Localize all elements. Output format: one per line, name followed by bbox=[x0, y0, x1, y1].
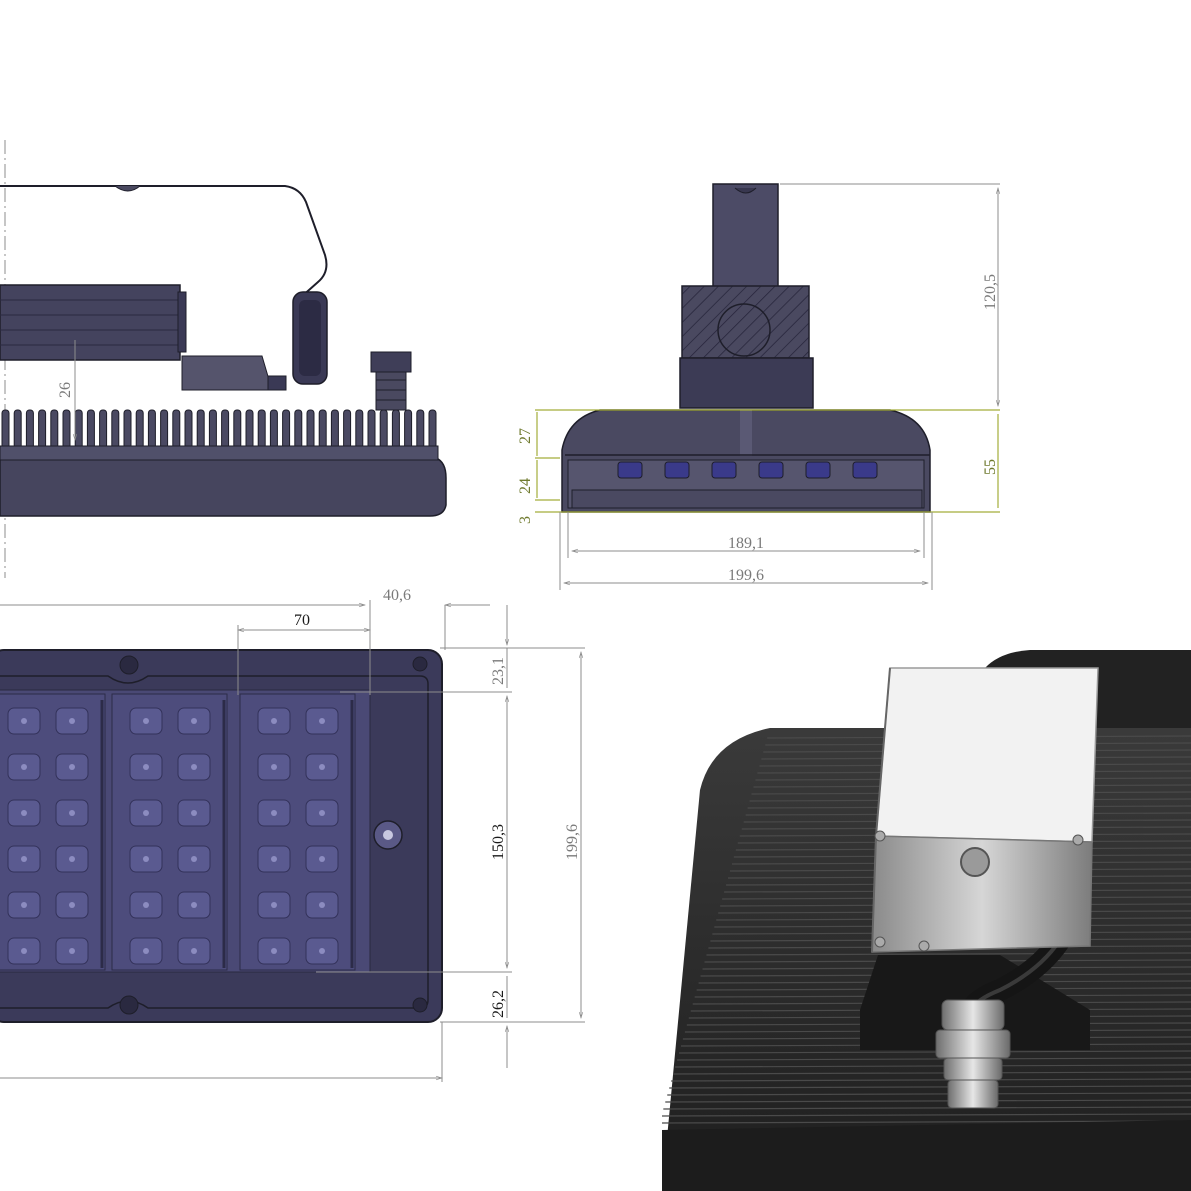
dim-23-1: 23,1 bbox=[490, 657, 507, 685]
render-fin bbox=[661, 1120, 1191, 1124]
led-dot bbox=[271, 810, 277, 816]
dim-199-6-height: 199,6 bbox=[564, 824, 581, 860]
dim-26: 26 bbox=[57, 382, 74, 398]
render-fin bbox=[706, 952, 1191, 956]
led-dot bbox=[143, 810, 149, 816]
led-lens bbox=[758, 461, 784, 479]
corner-screw-br bbox=[412, 997, 428, 1013]
dim-26-2: 26,2 bbox=[490, 990, 507, 1018]
led-dot bbox=[143, 902, 149, 908]
led-dot bbox=[21, 764, 27, 770]
led-dot bbox=[69, 810, 75, 816]
cable-gland-icon bbox=[935, 999, 1011, 1109]
render-fin bbox=[661, 1113, 1191, 1117]
bracket-arm bbox=[0, 185, 328, 299]
led-dot bbox=[191, 764, 197, 770]
led-dot bbox=[319, 764, 325, 770]
side-view: 26 bbox=[0, 140, 447, 578]
front-view: 120,5 55 27 24 3 189,1 199,6 bbox=[517, 183, 1000, 590]
dim-27: 27 bbox=[517, 428, 534, 444]
render-view bbox=[661, 650, 1191, 1191]
led-dot bbox=[271, 718, 277, 724]
led-lens bbox=[805, 461, 831, 479]
led-dot bbox=[21, 948, 27, 954]
led-dot bbox=[191, 856, 197, 862]
render-fin bbox=[665, 1099, 1191, 1103]
render-fin bbox=[671, 1078, 1191, 1082]
led-lens bbox=[617, 461, 643, 479]
led-dot bbox=[143, 948, 149, 954]
render-fin bbox=[675, 1064, 1191, 1068]
led-module bbox=[239, 693, 356, 971]
led-dot bbox=[191, 902, 197, 908]
dim-120-5: 120,5 bbox=[982, 274, 999, 310]
led-dot bbox=[143, 718, 149, 724]
led-lens bbox=[852, 461, 878, 479]
dim-189-1: 189,1 bbox=[728, 535, 764, 552]
corner-screw-bl bbox=[119, 995, 139, 1015]
led-dot bbox=[191, 948, 197, 954]
led-dot bbox=[319, 902, 325, 908]
led-dot bbox=[319, 856, 325, 862]
led-dot bbox=[21, 810, 27, 816]
led-dot bbox=[271, 856, 277, 862]
led-dot bbox=[143, 856, 149, 862]
render-fin bbox=[673, 1071, 1191, 1075]
driver-housing bbox=[0, 284, 181, 361]
led-dot bbox=[271, 902, 277, 908]
led-dot bbox=[69, 764, 75, 770]
led-lens bbox=[711, 461, 737, 479]
led-dot bbox=[143, 764, 149, 770]
led-module bbox=[111, 693, 228, 971]
cable-gland-side bbox=[370, 351, 412, 411]
led-dot bbox=[191, 718, 197, 724]
led-dot bbox=[69, 856, 75, 862]
led-module-grid bbox=[0, 693, 356, 971]
bottom-view: 40,6 70 23,1 150,3 199,6 26,2 bbox=[0, 587, 585, 1082]
dim-150-3: 150,3 bbox=[490, 824, 507, 860]
led-dot bbox=[69, 948, 75, 954]
front-led-lenses bbox=[617, 461, 878, 479]
junction-box-icon bbox=[871, 667, 1099, 953]
dim-40-6: 40,6 bbox=[383, 587, 411, 604]
led-dot bbox=[21, 718, 27, 724]
led-lens bbox=[664, 461, 690, 479]
led-dot bbox=[319, 948, 325, 954]
led-dot bbox=[271, 764, 277, 770]
render-fin bbox=[667, 1092, 1191, 1096]
corner-screw-tr bbox=[412, 656, 428, 672]
led-dot bbox=[21, 902, 27, 908]
dim-24: 24 bbox=[517, 478, 534, 494]
dim-199-6-width: 199,6 bbox=[728, 567, 764, 584]
dim-55: 55 bbox=[982, 459, 999, 475]
render-fin bbox=[677, 1057, 1191, 1061]
render-fin bbox=[663, 1106, 1191, 1110]
led-dot bbox=[271, 948, 277, 954]
body-base-side bbox=[0, 457, 447, 517]
led-dot bbox=[69, 718, 75, 724]
led-dot bbox=[319, 718, 325, 724]
render-fin bbox=[669, 1085, 1191, 1089]
dim-70: 70 bbox=[294, 612, 310, 629]
dim-3: 3 bbox=[517, 516, 534, 524]
render-fin bbox=[678, 1050, 1191, 1054]
corner-screw-tl bbox=[119, 655, 139, 675]
bracket-upright bbox=[712, 183, 779, 289]
led-dot bbox=[21, 856, 27, 862]
led-dot bbox=[191, 810, 197, 816]
led-dot bbox=[319, 810, 325, 816]
led-module bbox=[0, 693, 106, 971]
led-dot bbox=[69, 902, 75, 908]
